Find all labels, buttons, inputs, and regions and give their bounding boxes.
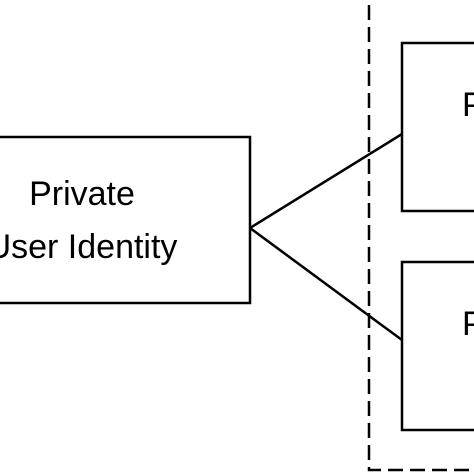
edge-to-bottom-node xyxy=(249,226,403,342)
node-child-bottom-label: P xyxy=(462,305,474,343)
node-child-top-label: P xyxy=(462,86,474,124)
node-child-bottom-box xyxy=(400,260,474,432)
node-child-bottom: P xyxy=(400,260,474,432)
dashed-group-container xyxy=(367,0,474,472)
edge-to-top-node xyxy=(249,132,403,230)
node-private-user-identity-line-2: User Identity xyxy=(0,228,177,266)
node-private-user-identity-line-1: Private xyxy=(29,175,135,213)
node-child-top: P xyxy=(400,41,474,213)
node-private-user-identity: Private User Identity xyxy=(0,135,252,305)
node-child-top-box xyxy=(400,41,474,213)
node-private-user-identity-box xyxy=(0,135,252,305)
